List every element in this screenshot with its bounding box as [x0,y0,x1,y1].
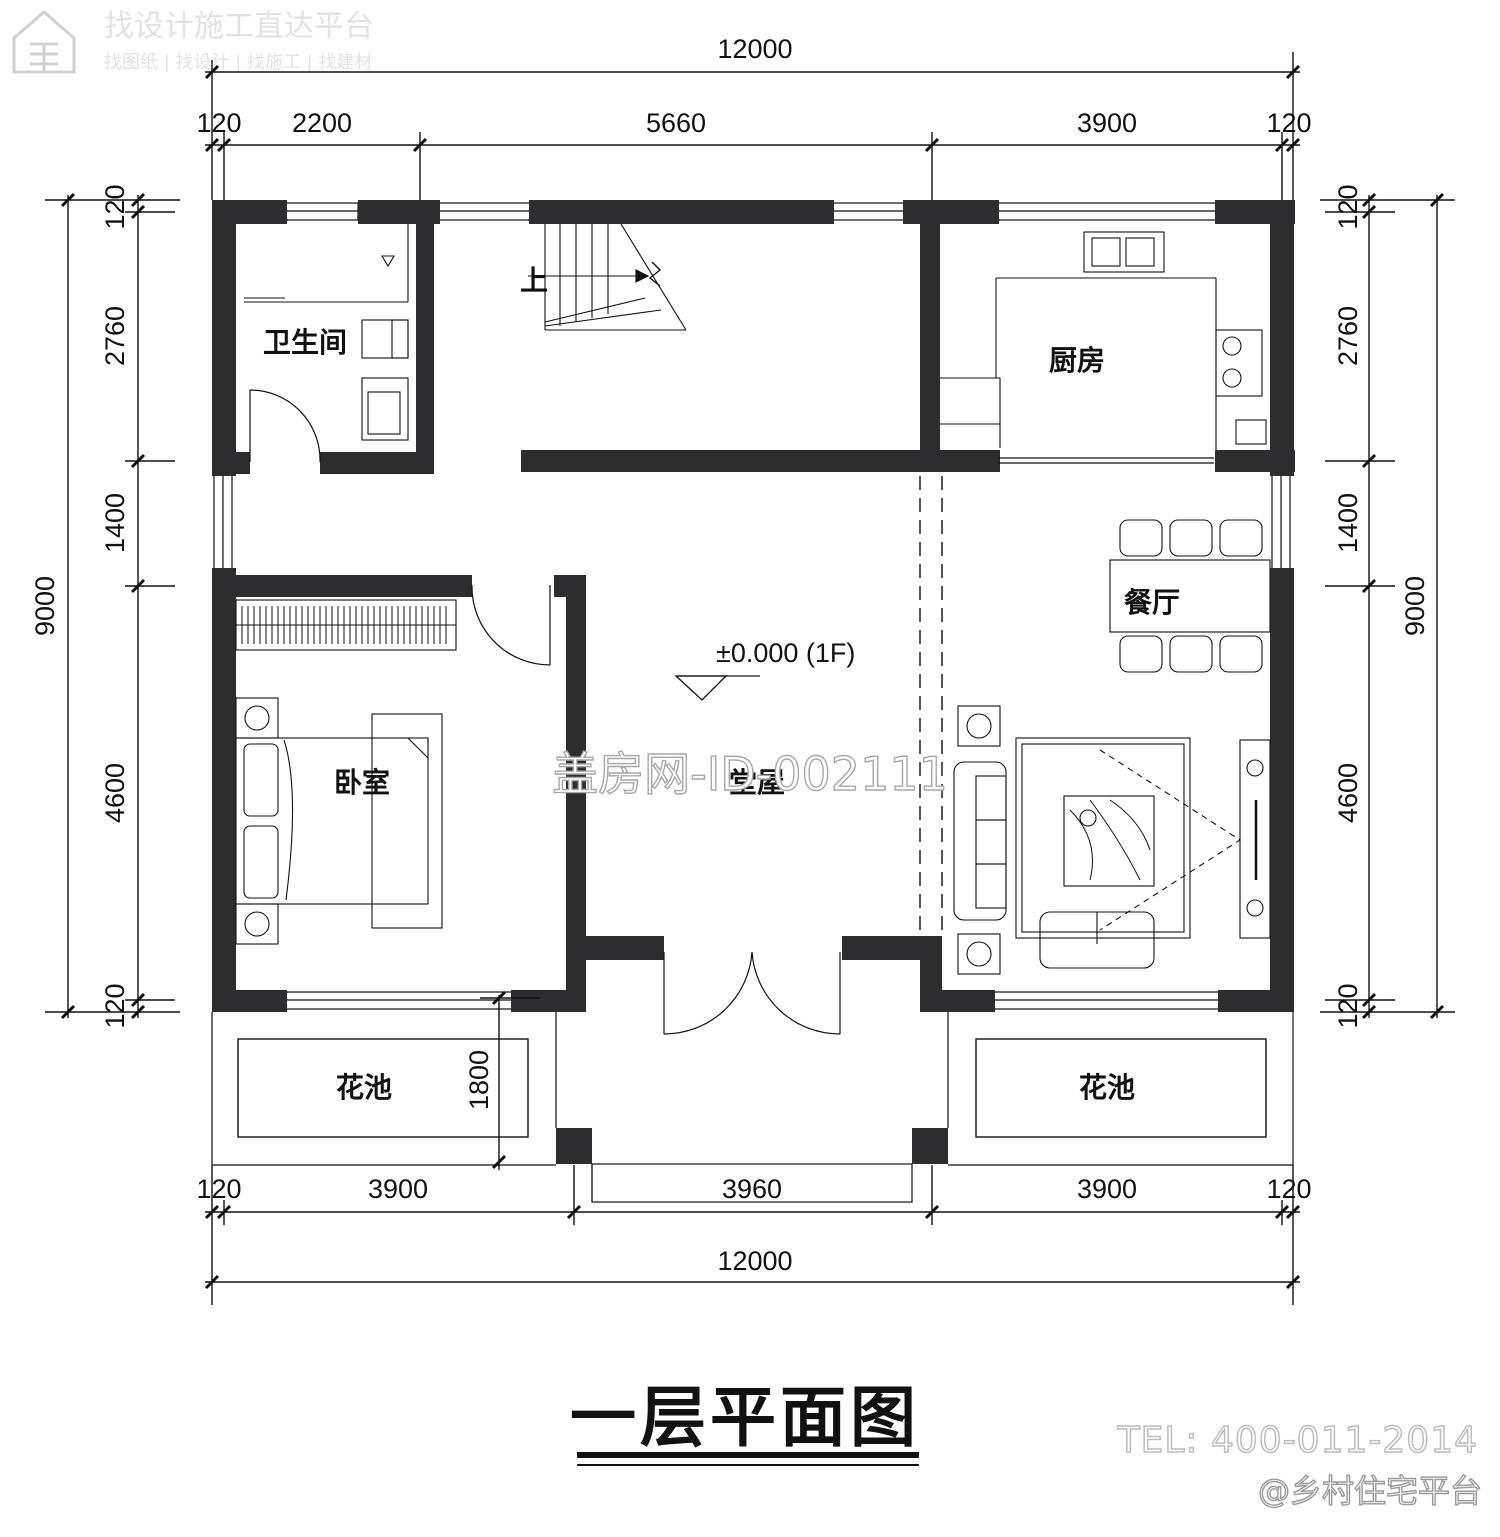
right-dimensions: 9000 120 2760 1400 4600 120 [1320,184,1455,1029]
dim-left-seg-1: 120 [100,184,130,229]
watermark-handle: @乡村住宅平台 [1258,1472,1482,1510]
left-dimensions: 9000 120 2760 1400 4600 120 [30,184,180,1029]
dim-right-seg-3: 1400 [1333,493,1363,553]
dim-bottom-total: 12000 [717,1246,792,1276]
dim-right-seg-2: 2760 [1333,306,1363,366]
nightstand-bottom [235,903,279,945]
dim-bottom-seg-5: 120 [1266,1174,1311,1204]
porch [211,1012,1294,1203]
drawing-title: 一层平面图 [570,1379,920,1456]
dining-table [1109,559,1271,633]
bathroom-fixtures [244,224,409,441]
planter-left [237,1038,529,1138]
room-label-bedroom: 卧室 [334,766,390,799]
watermark-platform-links: 找图纸 | 找设计 | 找施工 | 找建材 [104,52,373,73]
living-furniture [953,705,1271,975]
dim-top-seg-2: 2200 [292,108,352,138]
dim-right-seg-4: 4600 [1333,763,1363,823]
wardrobe-hangers [236,606,456,644]
stair-up-label: 上 [520,264,548,297]
dim-top-seg-1: 120 [196,108,241,138]
washbasin-icon [361,377,409,441]
coffee-table [1063,795,1155,887]
dim-right-total: 9000 [1400,576,1430,636]
dim-left-total: 9000 [30,576,60,636]
dim-left-seg-5: 120 [100,983,130,1028]
zone-divider [919,476,943,936]
watermark-phone: TEL: 400-011-2014 [1117,1420,1478,1461]
house-logo-icon [12,10,76,74]
bed [235,737,429,905]
dim-bottom-seg-4: 3900 [1077,1174,1137,1204]
dim-bottom-seg-2: 3900 [368,1174,428,1204]
rug [1015,737,1191,939]
dim-top-seg-4: 3900 [1077,108,1137,138]
dim-bottom-seg-3: 3960 [722,1174,782,1204]
dim-left-seg-3: 1400 [100,493,130,553]
bottom-dimensions: 120 3900 3960 3900 120 12000 [196,1165,1312,1305]
watermark-logo: 找设计施工直达平台 找图纸 | 找设计 | 找施工 | 找建材 [12,9,374,74]
toilet-icon [361,319,409,359]
title-underline-thin [577,1464,919,1466]
room-label-hall: 堂屋 [729,766,785,799]
dim-top-total: 12000 [717,34,792,64]
room-label-kitchen: 厨房 [1049,344,1105,377]
room-label-bathroom: 卫生间 [263,326,347,359]
doors [249,389,1214,1035]
walls [212,200,1295,1164]
stair-arrow-icon [635,269,650,283]
kitchen-sink-icon [1083,231,1165,273]
dim-left-seg-2: 2760 [100,306,130,366]
watermark-platform-name: 找设计施工直达平台 [104,9,374,44]
dim-left-seg-4: 4600 [100,763,130,823]
dim-porch-depth: 1800 [464,1050,494,1110]
dim-top-seg-3: 5660 [646,108,706,138]
elevation-label: ±0.000 (1F) [716,638,855,668]
porch-depth-dimension: 1800 [464,990,540,1170]
room-label-planter-left: 花池 [336,1071,392,1104]
staircase [528,223,687,331]
bedroom-furniture [235,599,457,945]
dim-right-seg-1: 120 [1333,184,1363,229]
room-label-planter-right: 花池 [1079,1071,1135,1104]
top-dimensions: 12000 120 2200 5660 3900 120 [196,34,1312,200]
title-underline-thick [577,1452,919,1458]
nightstand-top [235,697,279,739]
room-label-dining: 餐厅 [1124,586,1180,619]
dining-set [1109,519,1271,673]
dim-bottom-seg-1: 120 [196,1174,241,1204]
sofa [953,761,1007,921]
stove-icon [1215,329,1263,397]
tv-cabinet [1239,739,1271,939]
dim-right-seg-5: 120 [1333,983,1363,1028]
planter-right [975,1038,1267,1138]
watermark-listing-id: 盖房网-ID-002111 [552,747,948,801]
kitchen-fixtures [940,231,1267,450]
dim-top-seg-5: 120 [1266,108,1311,138]
elevation-marker: ±0.000 (1F) [674,638,855,701]
